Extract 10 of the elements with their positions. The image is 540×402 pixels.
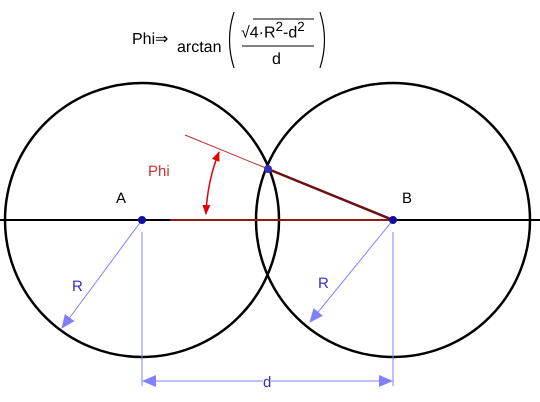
angle-label: Phi — [148, 164, 170, 179]
formula-text: arctan — [177, 40, 222, 56]
radius-label: R — [72, 279, 83, 294]
dimension-label: d — [263, 375, 272, 390]
formula-text: Phi⇒ — [132, 32, 168, 48]
point-label: A — [116, 191, 126, 206]
point-label: B — [402, 191, 412, 206]
radius-label: R — [318, 276, 329, 291]
formula-denominator: d — [272, 52, 281, 68]
formula-numerator: √4·R$^{2}$-d$^{2}$ — [241, 20, 305, 42]
